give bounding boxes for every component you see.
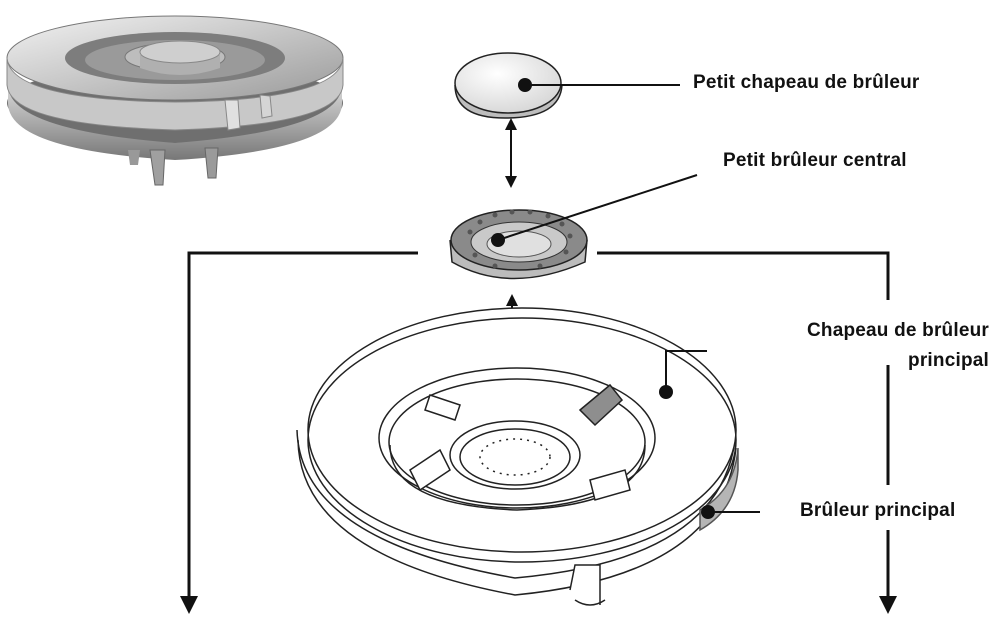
small-burner-cap-label: Petit chapeau de brûleur xyxy=(693,72,920,93)
small-central-burner-label: Petit brûleur central xyxy=(723,150,907,171)
main-burner-label: Brûleur principal xyxy=(800,500,956,521)
main-burner-cap-label-line2: principal xyxy=(908,350,989,371)
main-burner-image xyxy=(296,307,739,606)
small-burner-leader-line xyxy=(497,174,698,241)
main-burner-cap-label-line1: Chapeau de brûleur xyxy=(806,320,989,341)
small-central-burner-image xyxy=(449,209,588,280)
assembled-burner-image xyxy=(6,15,344,186)
left-down-arrow xyxy=(180,251,418,614)
main-cap-leader-line xyxy=(665,350,707,392)
right-down-arrow xyxy=(597,251,890,300)
